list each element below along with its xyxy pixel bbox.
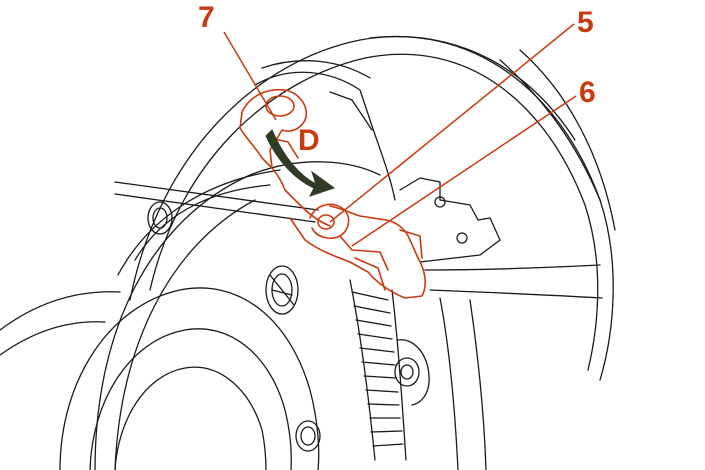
drum-back-edge xyxy=(369,35,576,141)
lever-part-6 xyxy=(289,205,427,299)
wheel-stud-lower xyxy=(295,420,321,452)
leader-line-6 xyxy=(351,95,577,247)
drum-rim-edge xyxy=(149,53,599,371)
direction-label-d: D xyxy=(298,124,320,157)
wheel-stud-middle xyxy=(265,265,299,315)
shoe-bracket xyxy=(399,177,603,470)
hub-inner xyxy=(89,328,292,470)
callout-label-5: 5 xyxy=(577,6,594,39)
direction-arrow-d xyxy=(265,129,336,197)
drum-outer-rim xyxy=(129,35,614,381)
lower-pin xyxy=(394,339,430,406)
callout-label-7: 7 xyxy=(198,1,215,34)
leader-line-5 xyxy=(329,23,575,223)
lever-part-7 xyxy=(241,88,331,227)
callout-label-6: 6 xyxy=(579,76,596,109)
wheel-stud-upper xyxy=(147,201,173,235)
lever-part-5 xyxy=(309,203,350,239)
leader-line-7 xyxy=(223,31,277,121)
hub-outer xyxy=(59,287,320,470)
adjuster-rod xyxy=(114,181,319,211)
adjuster-star-wheel xyxy=(349,279,407,461)
